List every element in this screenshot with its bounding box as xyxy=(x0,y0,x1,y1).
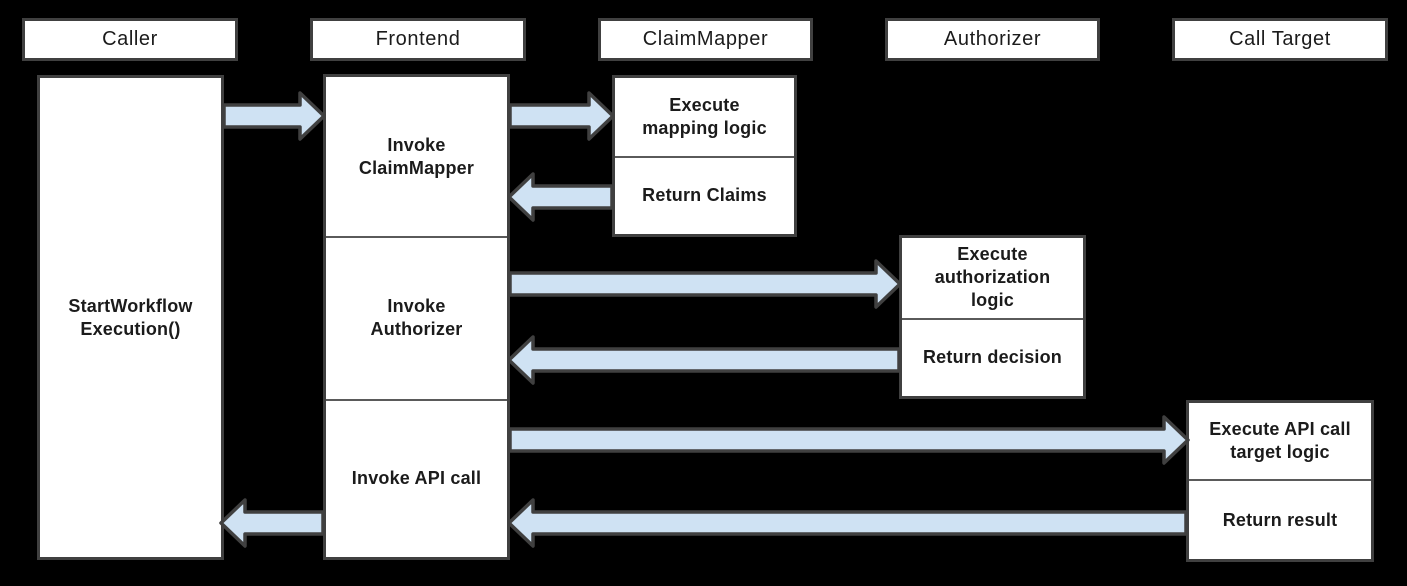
frontend-step-invoke-claimmapper: Invoke ClaimMapper xyxy=(326,77,507,236)
lane-header-call-target: Call Target xyxy=(1172,18,1388,61)
arrow-caller-to-frontend xyxy=(222,91,326,141)
claimmapper-step-label: Execute mapping logic xyxy=(642,94,767,138)
authorizer-step-execute: Execute authorization logic xyxy=(902,238,1083,318)
frontend-activation-box: Invoke ClaimMapper Invoke Authorizer Inv… xyxy=(323,74,510,560)
caller-activation-box: StartWorkflow Execution() xyxy=(37,75,224,560)
arrow-frontend-to-caller xyxy=(219,498,325,548)
call-target-step-label: Return result xyxy=(1222,509,1338,530)
lane-header-claimmapper: ClaimMapper xyxy=(598,18,813,61)
claimmapper-activation-box: Execute mapping logic Return Claims xyxy=(612,75,797,237)
arrow-frontend-to-claimmapper xyxy=(508,91,615,141)
caller-step: StartWorkflow Execution() xyxy=(40,78,221,557)
arrow-call-target-to-frontend xyxy=(507,498,1188,548)
caller-step-label: StartWorkflow Execution() xyxy=(68,295,193,339)
claimmapper-step-execute: Execute mapping logic xyxy=(615,78,794,156)
frontend-step-label: Invoke ClaimMapper xyxy=(358,134,475,178)
call-target-step-label: Execute API call target logic xyxy=(1209,419,1351,463)
authorizer-step-return: Return decision xyxy=(902,317,1083,396)
authorizer-activation-box: Execute authorization logic Return decis… xyxy=(899,235,1086,399)
authorizer-step-label: Execute authorization logic xyxy=(934,244,1051,311)
frontend-step-invoke-api-call: Invoke API call xyxy=(326,398,507,557)
claimmapper-step-return: Return Claims xyxy=(615,155,794,234)
arrow-frontend-to-authorizer xyxy=(508,259,902,309)
frontend-step-label: Invoke Authorizer xyxy=(370,296,463,340)
frontend-step-invoke-authorizer: Invoke Authorizer xyxy=(326,236,507,399)
arrow-claimmapper-to-frontend xyxy=(507,172,614,222)
lane-header-caller: Caller xyxy=(22,18,238,61)
lane-header-frontend: Frontend xyxy=(310,18,526,61)
call-target-step-return: Return result xyxy=(1189,479,1371,559)
call-target-activation-box: Execute API call target logic Return res… xyxy=(1186,400,1374,562)
authorizer-step-label: Return decision xyxy=(922,347,1063,368)
arrow-authorizer-to-frontend xyxy=(507,335,901,385)
arrow-frontend-to-call-target xyxy=(508,415,1190,465)
lane-header-authorizer: Authorizer xyxy=(885,18,1100,61)
claimmapper-step-label: Return Claims xyxy=(642,185,767,206)
frontend-step-label: Invoke API call xyxy=(351,468,482,489)
call-target-step-execute: Execute API call target logic xyxy=(1189,403,1371,479)
